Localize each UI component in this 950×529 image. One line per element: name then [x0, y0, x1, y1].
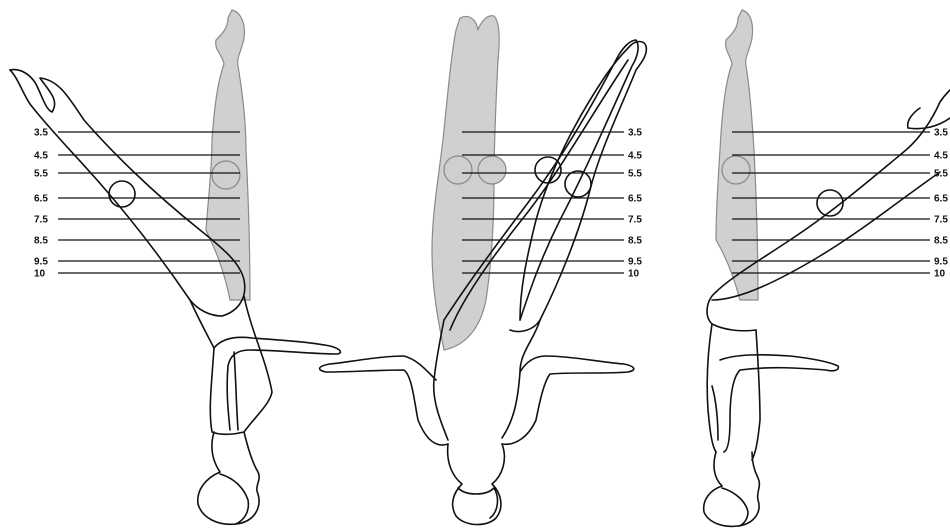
knee-marker-shadow: [722, 156, 750, 184]
knee-marker-raised: [109, 181, 135, 207]
panel-right-side-view: 3.5 4.5 5.5 6.5 7.5 8.5 9.510: [704, 10, 950, 526]
level-label-9.5: 9.5: [34, 257, 48, 268]
level-label-10: 10: [34, 269, 46, 280]
level-label-7.5: 7.5: [628, 215, 642, 226]
level-labels-front: 3.5 4.5 5.5 6.5 7.5 8.5 9.510: [628, 128, 642, 280]
head-inner: [722, 488, 748, 526]
torso-outline: [190, 296, 272, 434]
level-label-6.5: 6.5: [934, 194, 948, 205]
level-label-6.5: 6.5: [34, 194, 48, 205]
head-inner: [220, 474, 248, 524]
level-label-10: 10: [628, 269, 640, 280]
panel-front-view: 3.5 4.5 5.5 6.5 7.5 8.5 9.510: [320, 16, 647, 525]
level-label-6.5: 6.5: [628, 194, 642, 205]
level-label-4.5: 4.5: [34, 151, 48, 162]
level-label-3.5: 3.5: [34, 128, 48, 139]
level-labels-right: 3.5 4.5 5.5 6.5 7.5 8.5 9.510: [934, 128, 948, 280]
level-label-7.5: 7.5: [934, 215, 948, 226]
right-arm: [502, 356, 634, 444]
level-label-4.5: 4.5: [628, 151, 642, 162]
level-label-9.5: 9.5: [934, 257, 948, 268]
level-lines-right: [732, 132, 930, 273]
level-label-5.5: 5.5: [934, 169, 948, 180]
knee-marker-shadow: [212, 161, 240, 189]
level-label-8.5: 8.5: [934, 236, 948, 247]
level-label-9.5: 9.5: [628, 257, 642, 268]
arm-inner: [234, 352, 238, 430]
level-label-3.5: 3.5: [934, 128, 948, 139]
knee-shadow-right: [478, 156, 506, 184]
level-label-8.5: 8.5: [628, 236, 642, 247]
level-label-5.5: 5.5: [628, 169, 642, 180]
level-label-3.5: 3.5: [628, 128, 642, 139]
torso-outline: [707, 324, 760, 460]
head-outline: [448, 444, 505, 525]
level-label-10: 10: [934, 269, 946, 280]
level-label-8.5: 8.5: [34, 236, 48, 247]
hair-outline: [458, 488, 497, 518]
arm-outline: [214, 337, 340, 430]
left-arm: [320, 356, 448, 445]
level-labels-left: 3.5 4.5 5.5 6.5 7.5 8.5 9.510: [34, 128, 48, 280]
arm-outline: [720, 355, 838, 452]
head-outline: [704, 452, 760, 526]
level-label-7.5: 7.5: [34, 215, 48, 226]
level-label-4.5: 4.5: [934, 151, 948, 162]
knee-shadow-left: [444, 156, 472, 184]
level-label-5.5: 5.5: [34, 169, 48, 180]
panel-left-side-view: 3.5 4.5 5.5 6.5 7.5 8.5 9.510: [10, 10, 340, 524]
arm-inner: [712, 386, 718, 440]
